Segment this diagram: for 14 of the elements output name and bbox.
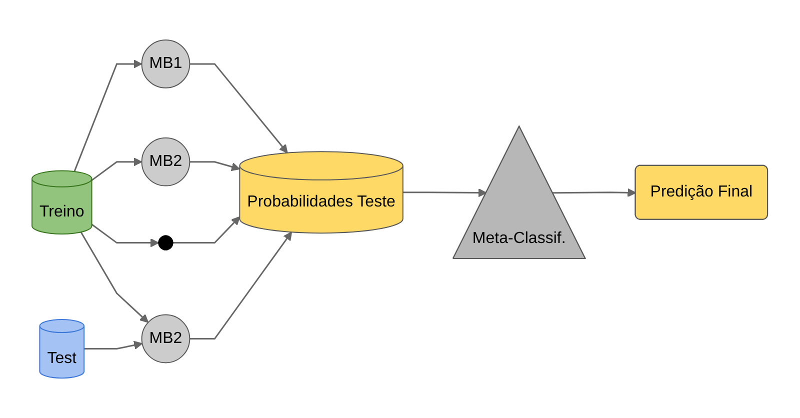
node-circle: MB1 xyxy=(141,39,190,88)
arrow xyxy=(74,60,142,172)
arrow xyxy=(92,157,142,181)
node-circle: MB2 xyxy=(141,314,190,364)
arrow xyxy=(80,232,149,323)
arrow xyxy=(92,224,160,248)
node-circle: MB2 xyxy=(141,137,190,186)
arrow xyxy=(84,340,143,350)
arrow xyxy=(403,188,488,198)
arrow xyxy=(190,161,240,171)
arrow xyxy=(172,216,240,244)
arrow xyxy=(552,188,636,198)
arrow xyxy=(190,232,292,340)
arrow xyxy=(190,63,288,154)
